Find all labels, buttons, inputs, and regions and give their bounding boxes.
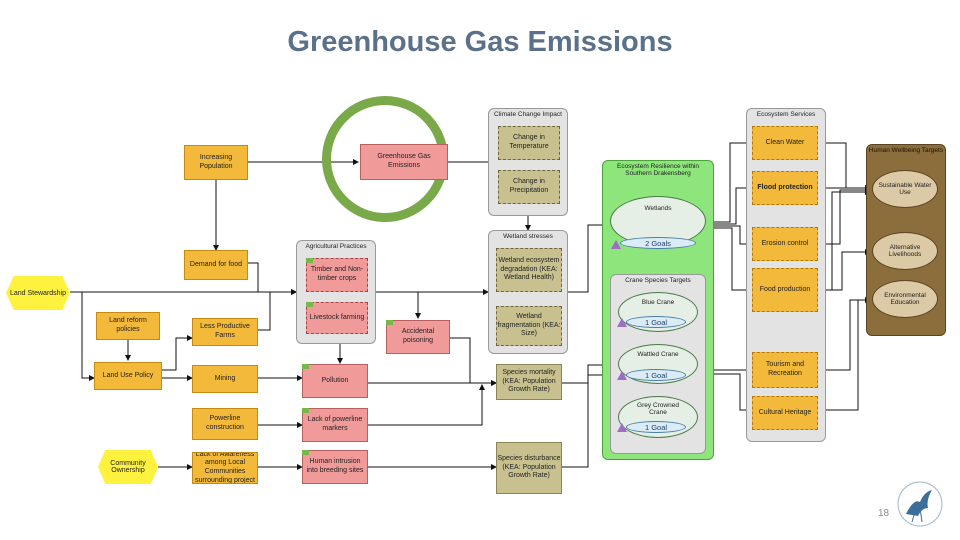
mining-box[interactable]: Mining (192, 365, 258, 393)
clean-water-box[interactable]: Clean Water (752, 126, 818, 160)
wetland-stresses-label: Wetland stresses (503, 233, 553, 240)
page-title: Greenhouse Gas Emissions (287, 26, 673, 58)
goal-triangle-icon (617, 318, 627, 327)
powerline-markers-box[interactable]: Lack of powerline markers (302, 408, 368, 442)
goal-triangle-icon (617, 371, 627, 380)
threat-tag-icon (302, 408, 309, 413)
threat-tag-icon (306, 258, 313, 263)
blue-crane-label: Blue Crane (641, 299, 675, 306)
flood-protection-box[interactable]: Flood protection (752, 171, 818, 205)
wattled-crane-label: Wattled Crane (637, 351, 679, 358)
wattled-crane-goal-badge[interactable]: 1 Goal (626, 369, 686, 381)
land-reform-policies-box[interactable]: Land reform policies (96, 312, 160, 340)
land-stewardship-label: Land Stewardship (9, 289, 67, 297)
climate-change-impact-label: Climate Change Impact (494, 111, 562, 118)
land-stewardship-factor[interactable]: Land Stewardship (6, 276, 70, 310)
community-ownership-factor[interactable]: Community Ownership (98, 450, 158, 484)
food-production-box[interactable]: Food production (752, 268, 818, 312)
wetlands-goal-badge[interactable]: 2 Goals (620, 237, 696, 249)
erosion-control-box[interactable]: Erosion control (752, 227, 818, 261)
blue-crane-goal-badge[interactable]: 1 Goal (626, 316, 686, 328)
timber-crops-box[interactable]: Timber and Non-timber crops (306, 258, 368, 292)
threat-tag-icon (302, 450, 309, 455)
threat-tag-icon (302, 364, 309, 369)
human-wellbeing-label: Human Wellbeing Targets (868, 147, 944, 154)
livestock-farming-box[interactable]: Livestock farming (306, 302, 368, 334)
crane-species-targets-label: Crane Species Targets (625, 277, 691, 284)
species-disturbance-box[interactable]: Species disturbance (KEA: Population Gro… (496, 442, 562, 494)
accidental-poisoning-box[interactable]: Accidental poisoning (386, 320, 450, 354)
page-number: 18 (878, 508, 890, 519)
water-use-target[interactable]: Sustainable Water Use (872, 170, 938, 208)
demand-for-food-box[interactable]: Demand for food (184, 250, 248, 280)
education-target[interactable]: Environmental Education (872, 280, 938, 318)
tourism-recreation-box[interactable]: Tourism and Recreation (752, 352, 818, 388)
grey-crowned-crane-goal-badge[interactable]: 1 Goal (626, 421, 686, 433)
goal-triangle-icon (617, 423, 627, 432)
goal-triangle-icon (611, 240, 621, 249)
species-mortality-box[interactable]: Species mortality (KEA: Population Growt… (496, 364, 562, 400)
crane-foundation-logo (892, 478, 948, 530)
change-in-temperature-box[interactable]: Change in Temperature (498, 126, 560, 160)
grey-crowned-crane-label: Grey Crowned Crane (637, 402, 679, 416)
livelihoods-target[interactable]: Alternative Livelihoods (872, 232, 938, 270)
change-in-precipitation-box[interactable]: Change in Precipitation (498, 170, 560, 204)
community-ownership-label: Community Ownership (110, 460, 146, 474)
ecosystem-services-label: Ecosystem Services (756, 111, 816, 118)
wetland-fragmentation-box[interactable]: Wetland fragmentation (KEA: Size) (496, 306, 562, 346)
wetland-degradation-box[interactable]: Wetland ecosystem degradation (KEA: Wetl… (496, 248, 562, 292)
threat-tag-icon (386, 320, 393, 325)
pollution-box[interactable]: Pollution (302, 364, 368, 398)
threat-tag-icon (306, 302, 313, 307)
lack-of-awareness-box[interactable]: Lack of Awareness among Local Communitie… (192, 452, 258, 484)
human-intrusion-box[interactable]: Human intrusion into breeding sites (302, 450, 368, 484)
increasing-population-box[interactable]: Increasing Population (184, 145, 248, 180)
powerline-construction-box[interactable]: Powerline construction (192, 408, 258, 440)
agricultural-practices-label: Agricultural Practices (305, 243, 367, 250)
land-use-policy-box[interactable]: Land Use Policy (94, 362, 162, 390)
ghg-emissions-box[interactable]: Greenhouse Gas Emissions (360, 144, 448, 180)
ecosystem-resilience-label: Ecosystem Resilience within Southern Dra… (616, 163, 699, 177)
less-productive-farms-box[interactable]: Less Productive Farms (192, 318, 258, 346)
cultural-heritage-box[interactable]: Cultural Heritage (752, 396, 818, 430)
wetlands-target-label: Wetlands (644, 205, 672, 212)
